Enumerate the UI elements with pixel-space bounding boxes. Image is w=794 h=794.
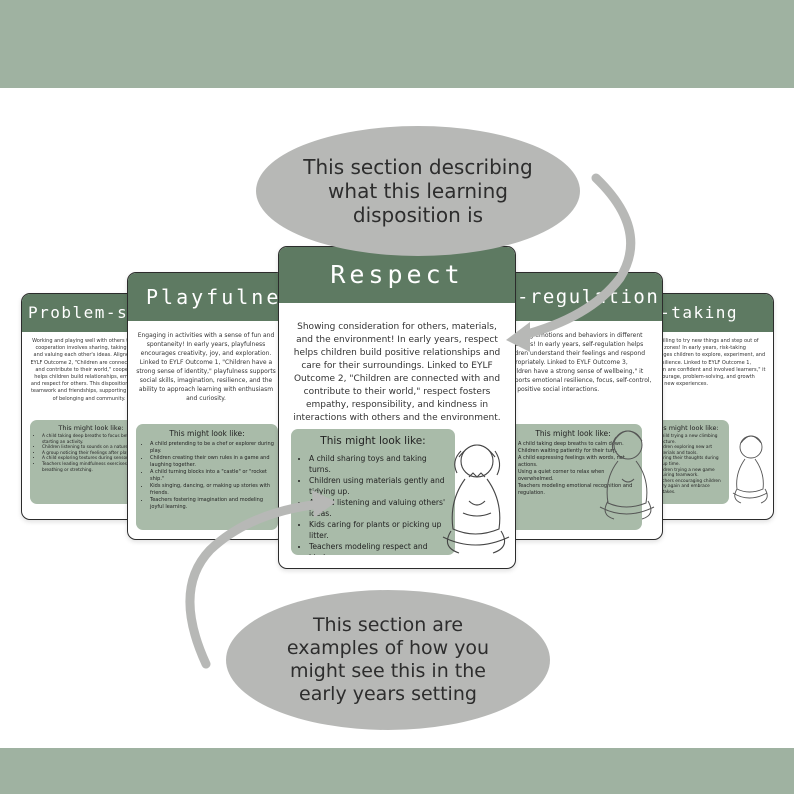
example-item: A child taking deep breaths to focus bef… (42, 434, 148, 445)
example-item: Children trying a new game requiring tea… (655, 468, 725, 479)
child-line-drawing-icon (442, 444, 510, 554)
example-item: Teachers encouraging children to try aga… (655, 479, 725, 496)
example-item: Children creating their own rules in a g… (150, 455, 274, 469)
examples-list: A child taking deep breaths to calm down… (504, 438, 642, 497)
examples-title: This might look like: (169, 429, 245, 438)
callout-examples: This section are examples of how you mig… (226, 590, 550, 730)
example-item: Sharing their thoughts during group time… (655, 456, 725, 467)
examples-title: This might look like: (58, 424, 124, 432)
example-item: Children listening to sounds on a nature… (42, 445, 148, 451)
callout-line: what this learning (328, 179, 508, 203)
examples-panel: This might look like: A child taking dee… (504, 424, 642, 530)
child-line-drawing-icon (599, 430, 655, 520)
example-item: Kids singing, dancing, or making up stor… (150, 483, 274, 497)
example-item: Children using materials gently and tidy… (309, 475, 451, 497)
card-title: Respect (279, 247, 515, 303)
example-item: A child listening and valuing others' id… (309, 497, 451, 519)
card-respect: Respect Showing consideration for others… (278, 246, 516, 569)
callout-description: This section describing what this learni… (256, 126, 580, 256)
card-title: Playfulne (128, 273, 284, 321)
examples-list: A child pretending to be a chef or explo… (136, 438, 278, 511)
callout-line: This section describing (303, 155, 533, 179)
example-item: Children waiting patiently for their tur… (518, 448, 638, 455)
callout-line: might see this in the (290, 660, 486, 682)
examples-title: This might look like: (653, 424, 719, 432)
card-self-regulation: f-regulation Managing emotions and behav… (495, 272, 663, 540)
card-title: f-regulation (496, 273, 662, 321)
card-description: Showing consideration for others, materi… (293, 322, 501, 423)
example-item: Children exploring new art materials and… (655, 445, 725, 456)
example-item: Teachers modeling respect and kindness. (309, 541, 451, 555)
examples-list: A child sharing toys and taking turns. C… (291, 447, 455, 555)
example-item: Kids caring for plants or picking up lit… (309, 519, 451, 541)
example-item: A child expressing feelings with words, … (518, 455, 638, 469)
examples-panel: This might look like: A child pretending… (136, 424, 278, 530)
callout-line: This section are (312, 614, 464, 636)
example-item: A child turning blocks into a "castle" o… (150, 469, 274, 483)
examples-title: This might look like: (535, 429, 611, 438)
examples-panel: This might look like: A child sharing to… (291, 429, 455, 555)
card-description: Engaging in activities with a sense of f… (136, 332, 276, 402)
card-playfulness: Playfulne Engaging in activities with a … (127, 272, 285, 540)
example-item: A child sharing toys and taking turns. (309, 453, 451, 475)
example-item: Teachers modeling emotional recognition … (518, 483, 638, 497)
example-item: A child pretending to be a chef or explo… (150, 441, 274, 455)
examples-title: This might look like: (320, 435, 426, 447)
examples-list: A child taking deep breaths to focus bef… (30, 432, 152, 473)
examples-list: A child trying a new climbing structure.… (643, 432, 729, 496)
example-item: Teachers fostering imagination and model… (150, 497, 274, 511)
card-description: Being willing to try new things and step… (643, 338, 766, 388)
example-item: A child taking deep breaths to calm down… (518, 441, 638, 448)
child-line-drawing-icon (732, 435, 768, 504)
example-item: A child trying a new climbing structure. (655, 434, 725, 445)
callout-line: examples of how you (286, 637, 490, 659)
card-description: Managing emotions and behaviors in diffe… (504, 332, 652, 393)
example-item: A child exploring textures during sensor… (42, 456, 148, 462)
example-item: Using a quiet corner to relax when overw… (518, 469, 638, 483)
card-description: Working and playing well with others thr… (30, 338, 148, 402)
callout-line: disposition is (352, 203, 484, 227)
example-item: A group noticing their feelings after pl… (42, 451, 148, 457)
example-item: Teachers leading mindfulness exercises l… (42, 462, 148, 473)
callout-line: early years setting (299, 683, 477, 705)
top-color-band (0, 0, 794, 88)
bottom-color-band (0, 748, 794, 794)
